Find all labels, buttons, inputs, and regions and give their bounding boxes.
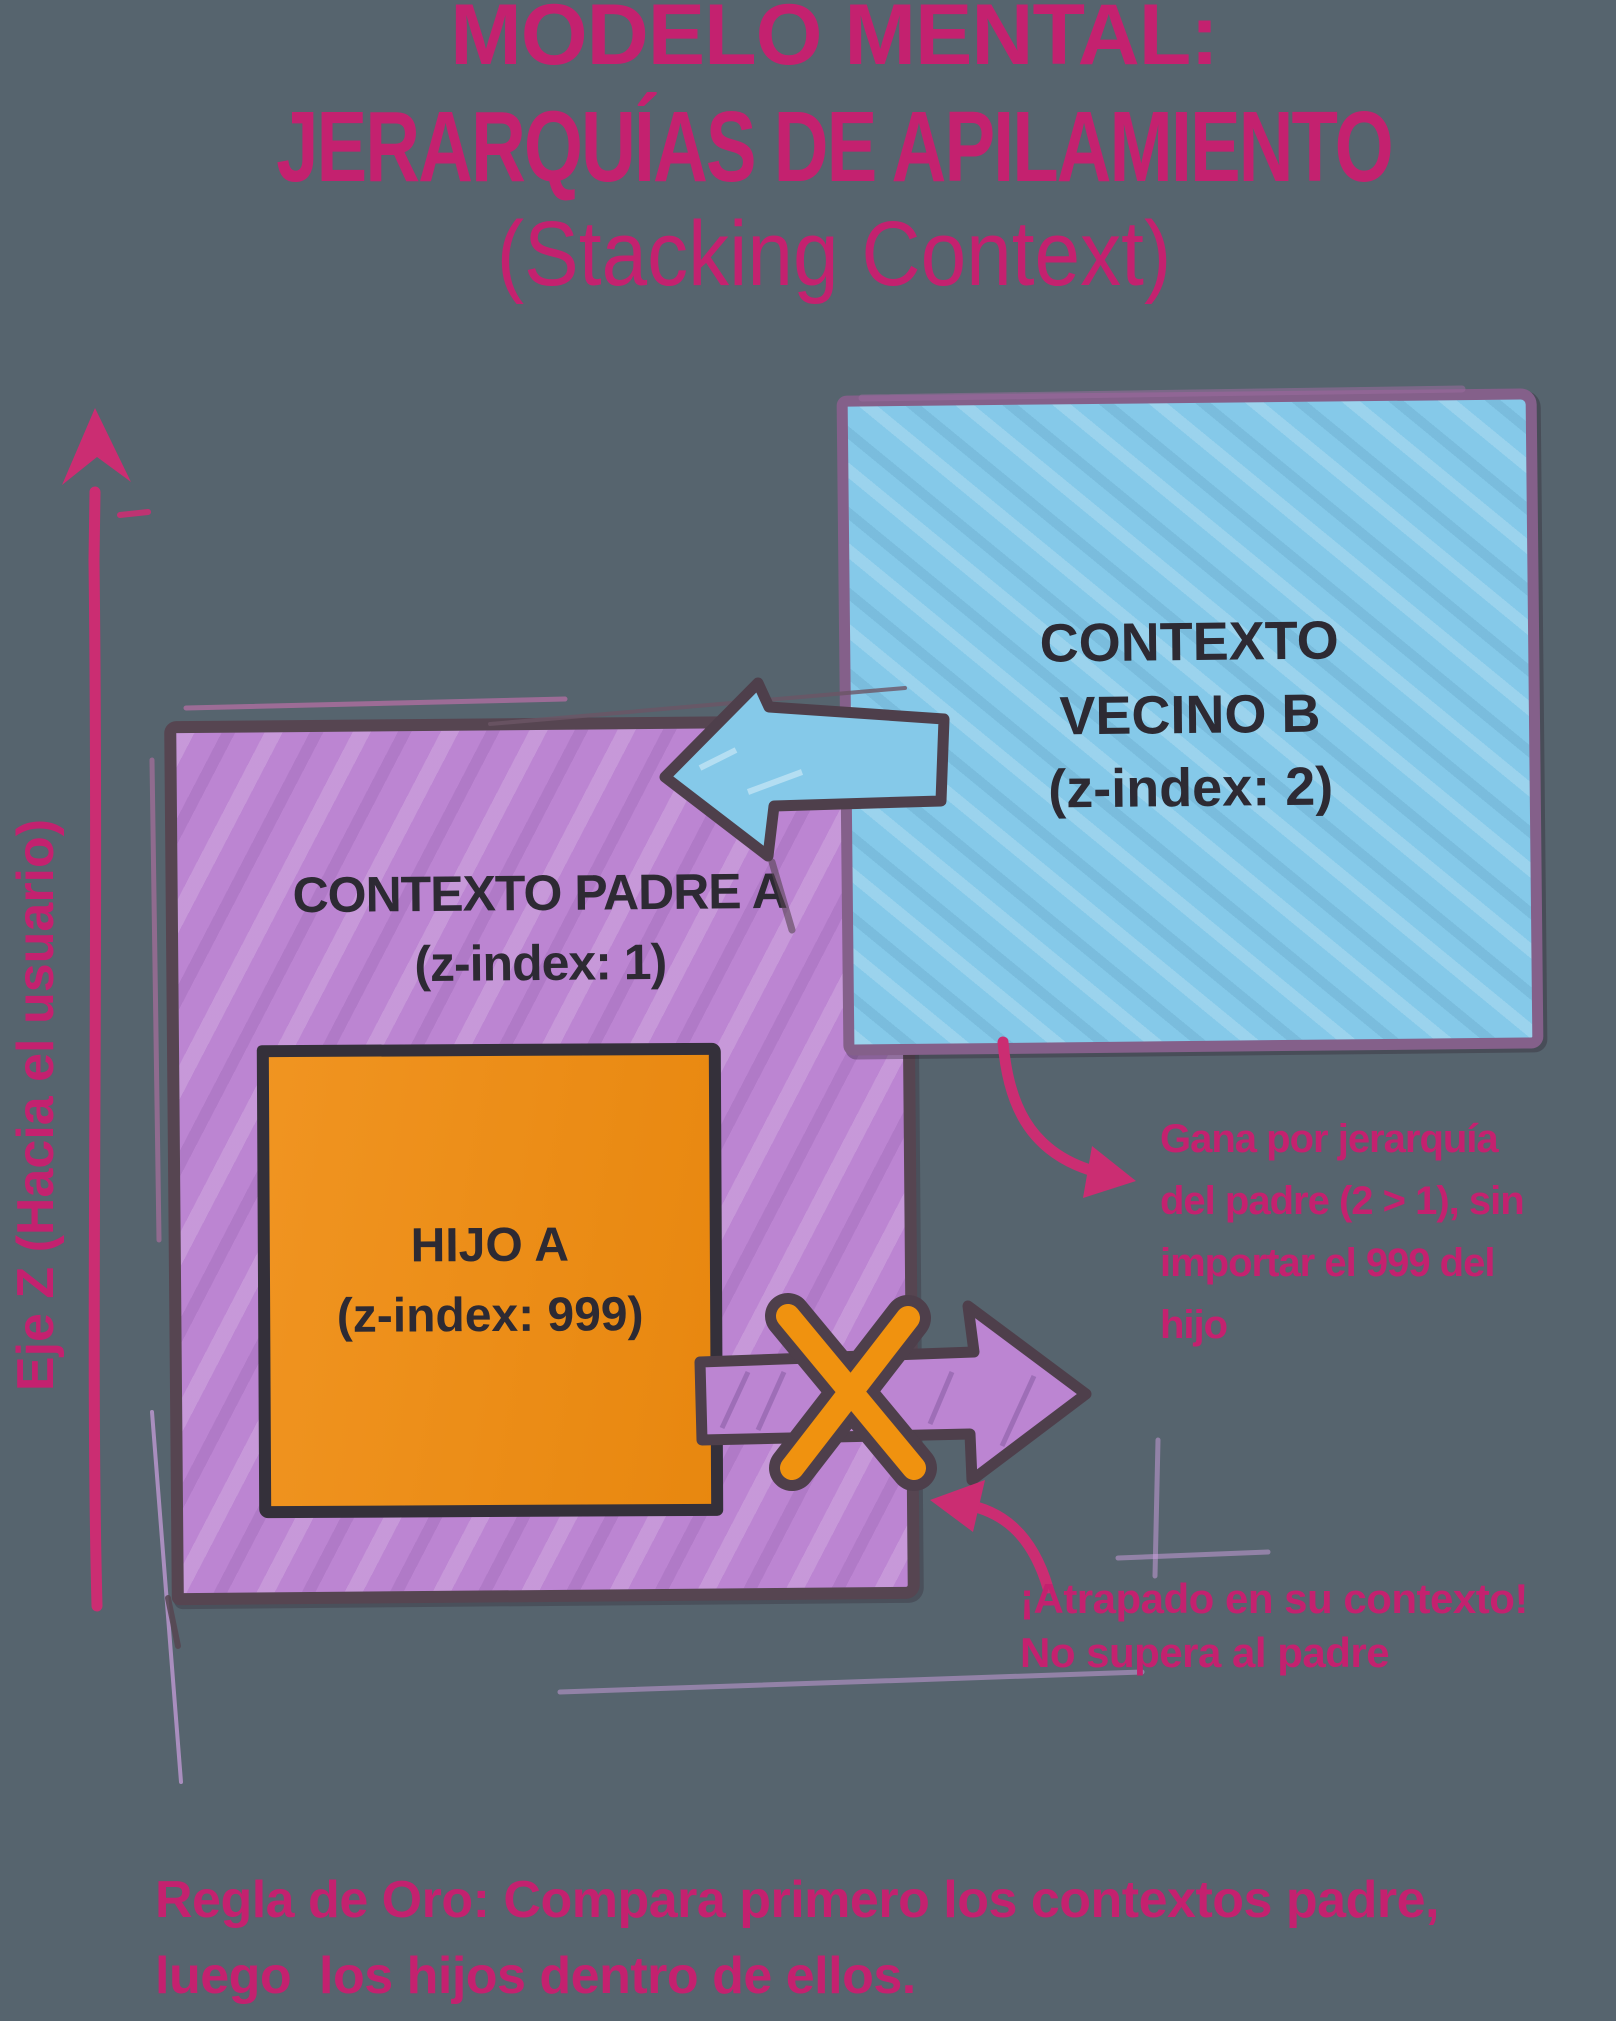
z-axis-arrow-icon <box>62 408 131 1612</box>
child-box-label: HIJO A (z-index: 999) <box>336 1218 644 1343</box>
annotation-trapped: ¡Atrapado en su contexto! No supera al p… <box>1020 1575 1528 1676</box>
hierarchy-pointer-arrow-icon <box>997 1036 1136 1198</box>
page-title-line2: JERARQUÍAS DE APILAMIENTO <box>276 91 1393 204</box>
parent-context-label: CONTEXTO PADRE A (z-index: 1) <box>292 862 788 993</box>
child-box: HIJO A (z-index: 999) <box>256 1042 724 1519</box>
page-title-line1: MODELO MENTAL: <box>450 0 1219 83</box>
annotation-hierarchy-win: Gana por jerarquía del padre (2 > 1), si… <box>1160 1117 1525 1347</box>
golden-rule-text: Regla de Oro: Compara primero los contex… <box>155 1871 1439 2005</box>
neighbor-context-label: CONTEXTO VECINO B (z-index: 2) <box>1039 609 1339 819</box>
neighbor-context-box: CONTEXTO VECINO B (z-index: 2) <box>836 388 1544 1056</box>
z-axis-label: Eje Z (Hacia el usuario) <box>7 818 65 1392</box>
page-subtitle: (Stacking Context) <box>496 203 1172 306</box>
